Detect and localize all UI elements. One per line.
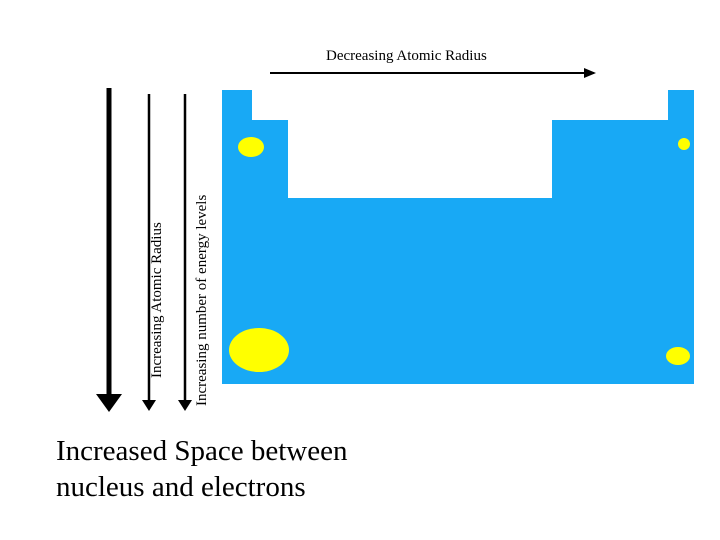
atom-small-bottom-right (666, 347, 690, 365)
increasing-radius-label: Increasing Atomic Radius (149, 222, 165, 378)
atom-small-top-left (238, 137, 264, 157)
energy-levels-label: Increasing number of energy levels (194, 194, 210, 406)
periodic-table-shape (222, 90, 694, 384)
caption-line-2: nucleus and electrons (56, 471, 306, 503)
arrow-increasing-radius-head (142, 400, 156, 411)
arrow-energy-levels-head (178, 400, 192, 411)
arrow-increased-space-head (96, 394, 122, 412)
caption-line-1: Increased Space between (56, 435, 348, 467)
caption: Increased Space between nucleus and elec… (56, 433, 416, 505)
atom-large-bottom-left (229, 328, 289, 372)
decreasing-radius-label: Decreasing Atomic Radius (326, 48, 487, 64)
atom-tiny-top-right (678, 138, 690, 150)
